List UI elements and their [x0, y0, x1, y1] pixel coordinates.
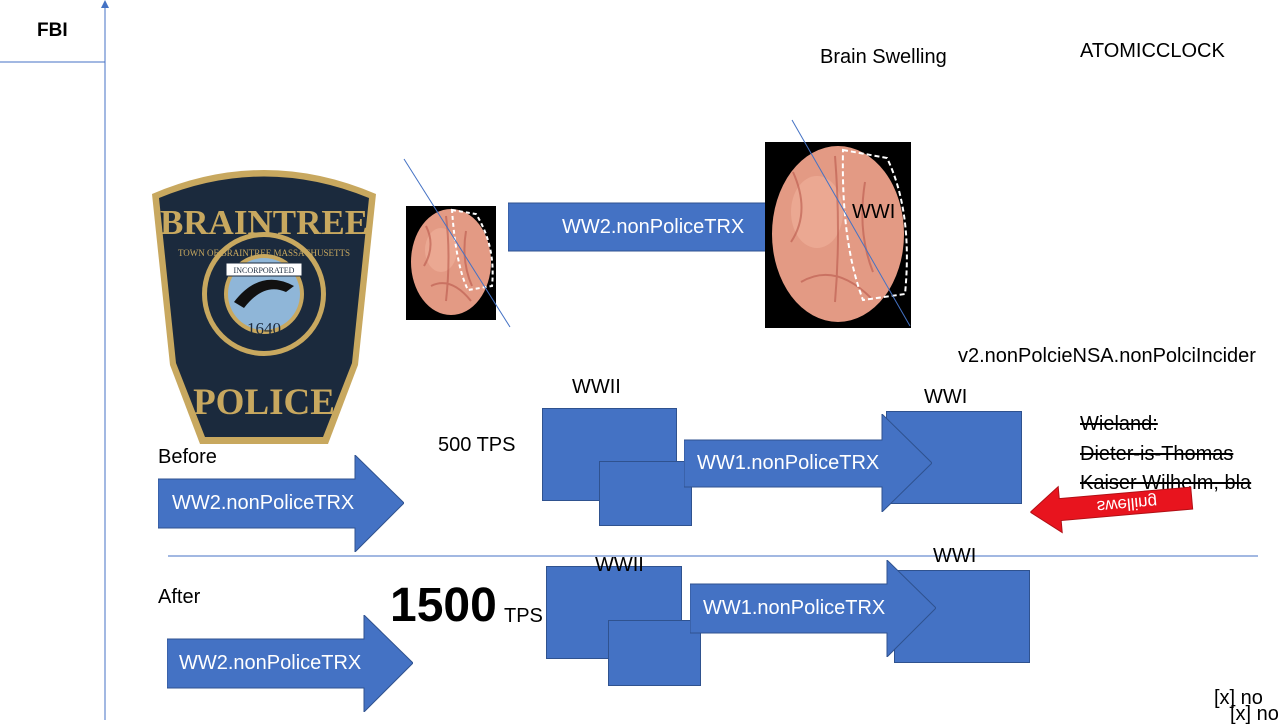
v2-text: v2.nonPolcieNSA.nonPolciIncider — [958, 345, 1256, 367]
after-ww2-arrow-label: WW2.nonPoliceTRX — [179, 652, 362, 674]
badge-year: 1640 — [247, 319, 281, 338]
after-tps-number: 1500 — [390, 579, 497, 632]
braintree-police-badge: BRAINTREE TOWN OF BRAINTREE MASSACHUSETT… — [152, 170, 376, 444]
strike-item-2: Dieter-is-Thomas — [1080, 443, 1234, 465]
before-ww1-arrow: WW1.nonPoliceTRX — [684, 414, 932, 512]
footer-line-2: [x] no — [1230, 703, 1279, 725]
before-wwi-label: WWI — [924, 386, 968, 408]
top-ww2-arrow: WW2.nonPoliceTRX — [508, 180, 844, 274]
top-ww2-arrow-label: WW2.nonPoliceTRX — [562, 215, 745, 238]
before-ww1-arrow-label: WW1.nonPoliceTRX — [697, 451, 880, 474]
before-ww2-arrow-label: WW2.nonPoliceTRX — [172, 492, 355, 514]
footer-line-1: [x] no — [1214, 687, 1263, 709]
big-brain-wwi-label: WWI — [852, 201, 896, 223]
big-brain-slash — [791, 119, 911, 327]
before-wwii-small-box — [599, 461, 692, 526]
strike-item-3: Kaiser Wilhelm, bla — [1080, 472, 1252, 494]
strike-item-1: Wieland: — [1080, 413, 1158, 435]
after-ww2-arrow: WW2.nonPoliceTRX — [167, 615, 413, 712]
before-ww2-arrow: WW2.nonPoliceTRX — [158, 455, 404, 552]
badge-ribbon-text: INCORPORATED — [234, 266, 295, 275]
after-wwi-label: WWI — [933, 545, 977, 567]
small-brain-slash — [403, 158, 511, 328]
before-wwii-label: WWII — [572, 376, 621, 398]
small-brain-image — [406, 206, 496, 320]
brain-swelling-title: Brain Swelling — [820, 46, 947, 68]
after-tps-unit: TPS — [504, 605, 543, 627]
after-ww1-arrow-label: WW1.nonPoliceTRX — [703, 597, 886, 619]
badge-bottom-text: POLICE — [193, 382, 335, 423]
after-wwii-label: WWII — [595, 554, 644, 576]
fbi-label: FBI — [37, 20, 68, 41]
after-label: After — [158, 586, 201, 608]
after-wwii-small-box — [608, 620, 701, 686]
big-brain-image — [765, 142, 911, 328]
after-ww1-arrow: WW1.nonPoliceTRX — [690, 560, 936, 657]
atomic-clock-title: ATOMICCLOCK — [1080, 40, 1225, 62]
badge-ring-text: TOWN OF BRAINTREE MASSACHUSETTS — [178, 248, 350, 258]
before-label: Before — [158, 446, 217, 468]
swelling-arrow: swelling — [1028, 473, 1197, 537]
before-tps: 500 TPS — [438, 434, 516, 456]
